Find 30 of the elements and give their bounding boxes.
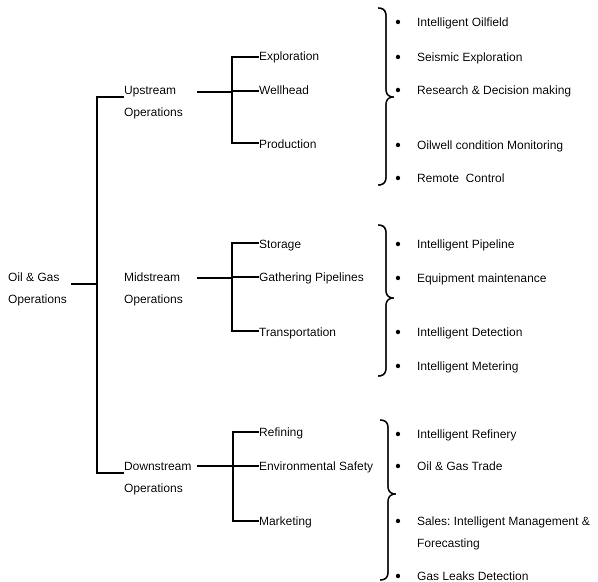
list-item: Seismic Exploration: [417, 49, 524, 66]
node-label: Storage: [259, 233, 302, 255]
list-item: Intelligent Metering: [417, 358, 520, 375]
list-item: Intelligent Oilfield: [417, 14, 510, 31]
list-item: Intelligent Refinery: [417, 426, 518, 443]
node-label: Exploration: [259, 45, 320, 67]
list-item: Intelligent Detection: [417, 324, 524, 341]
node-label: Wellhead: [259, 79, 309, 101]
connector-line: [197, 91, 259, 144]
node-label: Upstream Operations: [124, 79, 196, 123]
list-item: Remote Control: [417, 170, 506, 187]
node-label: Marketing: [259, 510, 312, 532]
connector-line: [197, 277, 259, 332]
node-label: Oil & Gas Operations: [8, 266, 70, 310]
node-label: Gathering Pipelines: [259, 266, 364, 288]
list-item: Oil & Gas Trade: [417, 458, 504, 475]
list-item: Research & Decision making: [417, 82, 572, 99]
node-label: Transportation: [259, 321, 336, 343]
list-item: Equipment maintenance: [417, 270, 548, 287]
node-label: Production: [259, 133, 316, 155]
list-item: Oilwell condition Monitoring: [417, 137, 564, 154]
node-label: Downstream Operations: [124, 455, 196, 499]
list-item: Gas Leaks Detection: [417, 568, 530, 582]
list-item: Intelligent Pipeline: [417, 236, 516, 253]
list-item: Sales: Intelligent Management & Forecasting: [417, 513, 591, 552]
node-label: Environmental Safety: [259, 455, 374, 477]
node-label: Midstream Operations: [124, 266, 196, 310]
connector-line: [71, 283, 124, 474]
node-label: Refining: [259, 421, 304, 443]
connector-line: [197, 465, 259, 522]
